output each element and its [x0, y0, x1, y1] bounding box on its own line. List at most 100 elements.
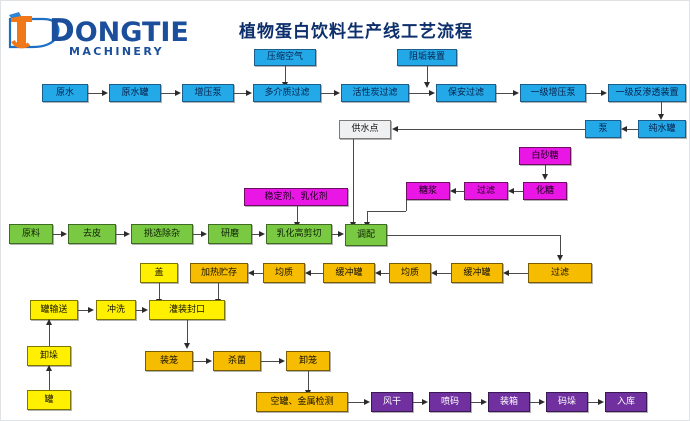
connector-o-e	[254, 273, 263, 274]
connector-p-a	[348, 402, 364, 403]
arrow-o-c	[375, 269, 381, 276]
node-security-filter[interactable]: 保安过滤	[436, 84, 496, 102]
node-sugar-filter[interactable]: 过滤	[464, 182, 508, 200]
arrow-p-c	[481, 398, 487, 405]
connector-can-up	[49, 366, 50, 390]
arrow-g-b	[124, 230, 130, 237]
node-stabilizer-emulsifier[interactable]: 稳定剂、乳化剂	[244, 188, 348, 206]
node-palletizing[interactable]: 码垛	[546, 392, 588, 412]
node-filter-orange[interactable]: 过滤	[528, 263, 592, 283]
arrow-g-c	[201, 230, 207, 237]
connector-antiscalant-down	[427, 66, 428, 84]
arrow-y-b	[142, 306, 148, 313]
arrow-pump-supply	[392, 125, 398, 132]
arrow-p-d	[539, 398, 545, 405]
arrow-depal-up	[46, 319, 52, 325]
arrow-s-b	[279, 357, 285, 364]
brand-wordmark: DONGTIE	[49, 13, 189, 49]
node-homogenizer-2[interactable]: 均质	[389, 263, 431, 283]
connector-s-b	[261, 361, 279, 362]
node-sugar-dissolve[interactable]: 化糖	[523, 182, 567, 200]
connector-fill-down	[187, 320, 188, 345]
node-sterilization[interactable]: 杀菌	[213, 351, 261, 371]
connector-g-a	[53, 234, 62, 235]
arrow-fill-down	[184, 343, 190, 349]
node-pure-water-tank[interactable]: 纯水罐	[638, 120, 686, 138]
connector-p-c	[471, 402, 482, 403]
node-material[interactable]: 原料	[9, 224, 53, 244]
node-homogenizer-1[interactable]: 均质	[263, 263, 305, 283]
connector-y-a	[78, 310, 89, 311]
connector-syrup-left	[367, 211, 406, 212]
arrow-o-d	[305, 269, 311, 276]
connector-dissolve-filter	[514, 191, 523, 192]
arrow-r1-b	[175, 89, 181, 96]
arrow-p-e	[598, 398, 604, 405]
node-syrup[interactable]: 糖浆	[406, 182, 450, 200]
connector-supply-down	[353, 139, 354, 224]
connector-y-b	[136, 310, 143, 311]
node-filling-sealing[interactable]: 灌装封口	[149, 300, 225, 320]
node-pump[interactable]: 泵	[585, 120, 621, 138]
node-water-supply-point[interactable]: 供水点	[339, 120, 391, 139]
connector-r1-c	[234, 93, 247, 94]
connector-p-e	[588, 402, 599, 403]
arrow-blend-to-filter	[557, 255, 563, 261]
connector-sugar-down	[545, 165, 546, 176]
node-cap[interactable]: 盖	[140, 263, 178, 283]
node-buffer-tank-2[interactable]: 缓冲罐	[451, 263, 503, 283]
connector-s-a	[193, 361, 206, 362]
brand-tagline: MACHINERY	[69, 45, 164, 58]
arrow-g-e	[338, 230, 344, 237]
node-booster-pump[interactable]: 增压泵	[182, 84, 234, 102]
node-peeling[interactable]: 去皮	[68, 224, 116, 244]
node-coding[interactable]: 喷码	[429, 392, 471, 412]
connector-o-b	[437, 273, 451, 274]
node-warehousing[interactable]: 入库	[605, 392, 647, 412]
node-empty-can-metal-detect[interactable]: 空罐、金属检测	[256, 392, 348, 412]
connector-g-b	[116, 234, 125, 235]
connector-unload-down	[308, 371, 309, 392]
node-compressed-air[interactable]: 压缩空气	[254, 49, 316, 66]
node-antiscalant[interactable]: 阻垢装置	[397, 49, 457, 66]
node-can-conveying[interactable]: 罐输送	[30, 300, 78, 320]
arrow-filter-syrup	[450, 187, 456, 194]
node-blending[interactable]: 调配	[345, 224, 387, 246]
node-buffer-tank-1[interactable]: 缓冲罐	[323, 263, 375, 283]
connector-ro-down	[661, 102, 662, 116]
node-depalletizing[interactable]: 卸垛	[27, 346, 71, 366]
node-raw-water[interactable]: 原水	[42, 84, 88, 102]
arrow-r1-f	[513, 89, 519, 96]
arrow-s-a	[206, 357, 212, 364]
node-basket-loading[interactable]: 装笼	[145, 351, 193, 371]
node-rinsing[interactable]: 冲洗	[96, 300, 136, 320]
arrow-r1-a	[102, 89, 108, 96]
node-basket-unloading[interactable]: 卸笼	[286, 351, 330, 371]
arrow-g-d	[259, 230, 265, 237]
node-emulsify-shear[interactable]: 乳化高剪切	[266, 224, 332, 244]
connector-syrup-to-blend	[367, 211, 368, 224]
node-heat-storage[interactable]: 加热贮存	[190, 263, 248, 283]
node-ro-unit[interactable]: 一级反渗透装置	[608, 84, 686, 102]
node-cartoning[interactable]: 装箱	[488, 392, 530, 412]
company-logo: DONGTIE MACHINERY	[7, 9, 207, 61]
arrow-sugar-down	[542, 174, 548, 180]
brand-name: ONGTIE	[74, 17, 189, 48]
arrow-r1-e	[429, 89, 435, 96]
connector-r1-b	[161, 93, 176, 94]
connector-r1-d	[321, 93, 335, 94]
node-multimedia-filter[interactable]: 多介质过滤	[253, 84, 321, 102]
connector-pump-supply	[398, 129, 585, 130]
node-grinding[interactable]: 研磨	[208, 224, 252, 244]
node-air-drying[interactable]: 风干	[371, 392, 413, 412]
connector-filter-syrup	[456, 191, 464, 192]
connector-depal-up	[49, 320, 50, 346]
dongtie-d-logo-icon	[8, 12, 60, 49]
node-sorting[interactable]: 挑选除杂	[131, 224, 193, 244]
node-white-sugar[interactable]: 白砂糖	[519, 147, 571, 165]
node-ro-booster-pump[interactable]: 一级增压泵	[520, 84, 586, 102]
node-carbon-filter[interactable]: 活性炭过滤	[341, 84, 409, 102]
node-raw-water-tank[interactable]: 原水罐	[109, 84, 161, 102]
node-can[interactable]: 罐	[27, 390, 71, 410]
connector-air-down	[285, 66, 286, 84]
